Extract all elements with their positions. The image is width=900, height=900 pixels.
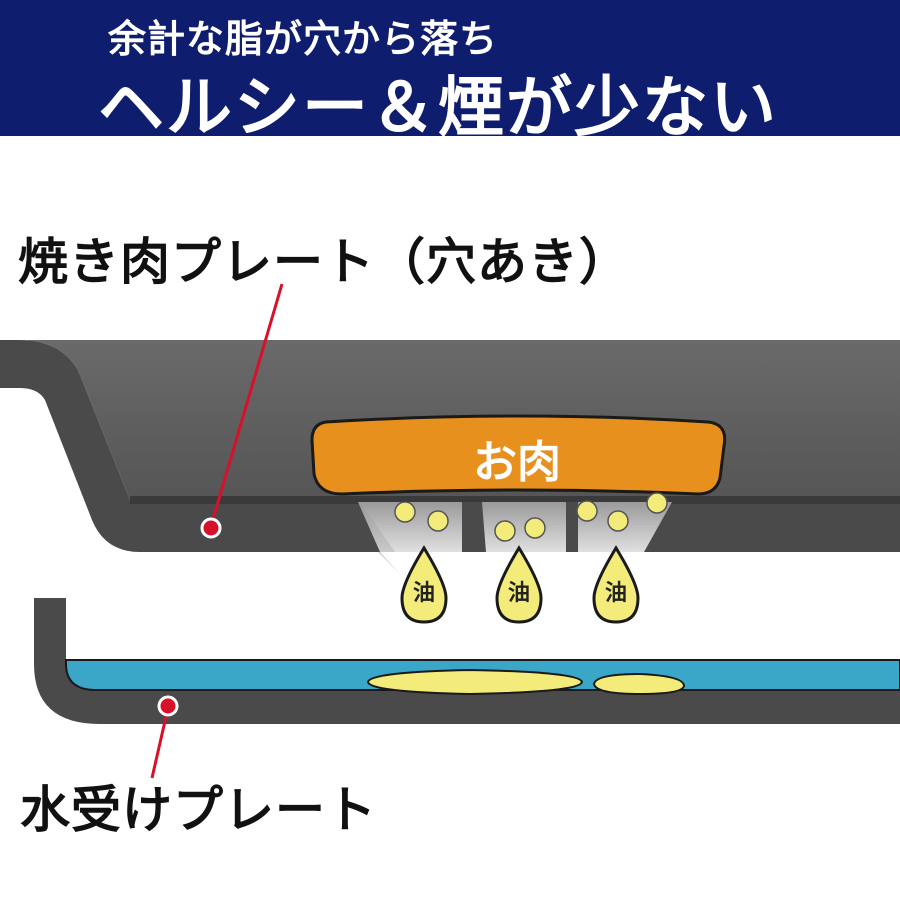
oil-label-2: 油 [507,581,530,606]
meat-slice [310,414,727,496]
grill-plate-label: 焼き肉プレート（穴あき） [18,233,630,291]
oil-label-1: 油 [412,581,435,606]
oil-label-3: 油 [604,581,627,606]
meat-label: お肉 [473,437,561,488]
oil-drops [400,545,640,624]
water-plate-label: 水受けプレート [20,781,377,839]
leader-lines [150,283,284,779]
header-title: ヘルシー＆煙が少ない [98,69,778,146]
header-banner: 余計な脂が穴から落ち ヘルシー＆煙が少ない [0,0,900,146]
oil-puddles [366,668,686,696]
header-subtitle: 余計な脂が穴から落ち [108,17,499,61]
fat-dots [394,492,668,542]
